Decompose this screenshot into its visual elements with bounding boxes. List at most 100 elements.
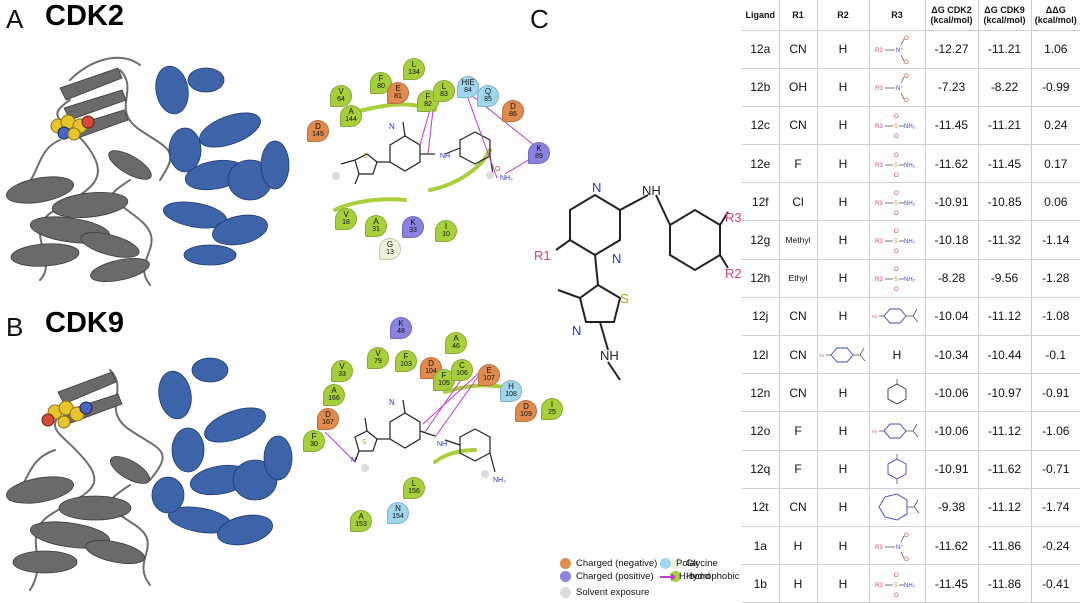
acetylpiperazine-icon: R3	[872, 423, 919, 439]
legend-negative-label: Charged (negative)	[576, 558, 658, 569]
svg-text:R3: R3	[875, 239, 883, 245]
cell-r1: F	[779, 144, 818, 184]
residue-name: K	[398, 319, 404, 328]
cell-r2: H	[817, 297, 870, 337]
residue-number: 79	[374, 358, 382, 365]
residue-number: 86	[509, 111, 517, 118]
residue-number: 144	[345, 116, 357, 123]
glycine-swatch-icon	[670, 558, 681, 569]
cell-r1: CN	[779, 297, 818, 337]
residue-name: D	[315, 122, 321, 131]
cell-ligand: 12j	[742, 297, 780, 337]
cdk2-protein-structure	[0, 30, 300, 295]
svg-text:R3: R3	[875, 86, 883, 92]
binding-energy-table: Ligand R1 R2 R3 ΔG CDK2 (kcal/mol) ΔG CD…	[742, 0, 1080, 603]
svg-text:S: S	[363, 153, 368, 160]
residue-number: 107	[483, 375, 495, 382]
svg-text:O⁻: O⁻	[904, 533, 912, 539]
residue-number: 31	[372, 226, 380, 233]
legend-positive: Charged (positive)	[560, 571, 654, 582]
hbond-arrow-icon	[660, 572, 676, 581]
legend-positive-label: Charged (positive)	[576, 571, 654, 582]
cell-r1: F	[779, 411, 818, 451]
cell-r2: H	[817, 220, 870, 260]
svg-text:O: O	[894, 287, 899, 293]
cell-r2: H	[817, 526, 870, 566]
cell-dg-cdk9: -10.85	[978, 182, 1032, 222]
cell-ligand: 12e	[742, 144, 780, 184]
legend-polar: Polar	[660, 558, 698, 569]
cell-dg-cdk9: -9.56	[978, 259, 1032, 298]
residue-number: 103	[400, 361, 412, 368]
svg-text:R3: R3	[875, 163, 883, 169]
cell-dg-cdk9: -11.86	[978, 526, 1032, 566]
cell-ddg: -0.41	[1031, 564, 1080, 603]
svg-text:NH₂: NH₂	[493, 477, 506, 484]
cell-dg-cdk2: -11.45	[925, 564, 979, 603]
svg-text:NH₂: NH₂	[500, 175, 513, 182]
header-r3: R3	[869, 0, 926, 31]
cell-ddg: -1.28	[1031, 259, 1080, 298]
cell-r2: H	[817, 30, 870, 69]
svg-text:N⁺: N⁺	[896, 544, 904, 551]
cell-r1: CN	[779, 373, 818, 413]
cell-dg-cdk9: -10.44	[978, 335, 1032, 375]
legend-solvent-label: Solvent exposure	[576, 587, 650, 598]
residue-number: 25	[548, 409, 556, 416]
svg-text:NH₂: NH₂	[904, 201, 916, 207]
residue-name: F	[403, 352, 409, 361]
residue-name: A	[331, 386, 337, 395]
residue-name: N	[395, 504, 401, 513]
core-nh2: NH	[600, 348, 619, 363]
residue-name: D	[523, 402, 529, 411]
cell-dg-cdk2: -10.04	[925, 297, 979, 337]
cell-ddg: -0.91	[1031, 373, 1080, 413]
svg-text:S: S	[894, 201, 898, 207]
residue-number: 156	[408, 488, 420, 495]
cell-ligand: 12n	[742, 373, 780, 413]
residue-number: 105	[438, 380, 450, 387]
core-n3: N	[572, 323, 581, 338]
svg-text:NH₂: NH₂	[904, 124, 916, 130]
svg-text:S: S	[894, 277, 898, 283]
cell-ddg: -0.1	[1031, 335, 1080, 375]
residue-number: 106	[456, 370, 468, 377]
svg-text:R3: R3	[875, 583, 883, 589]
cell-ddg: -0.99	[1031, 68, 1080, 107]
cell-ddg: -1.08	[1031, 297, 1080, 337]
svg-text:NH₂: NH₂	[904, 583, 916, 589]
svg-text:N: N	[351, 457, 356, 464]
svg-text:O: O	[894, 173, 899, 179]
header-dg-cdk9: ΔG CDK9 (kcal/mol)	[978, 0, 1032, 31]
residue-number: 13	[386, 249, 394, 256]
residue-name: L	[411, 479, 417, 488]
cell-r1: OH	[779, 68, 818, 107]
cell-ligand: 12f	[742, 182, 780, 222]
legend-hbond-label: H-bond	[679, 571, 711, 582]
svg-text:S: S	[894, 124, 898, 130]
cell-ddg: -1.06	[1031, 411, 1080, 451]
cell-r2: H	[817, 564, 870, 603]
residue-name: K	[410, 218, 416, 227]
